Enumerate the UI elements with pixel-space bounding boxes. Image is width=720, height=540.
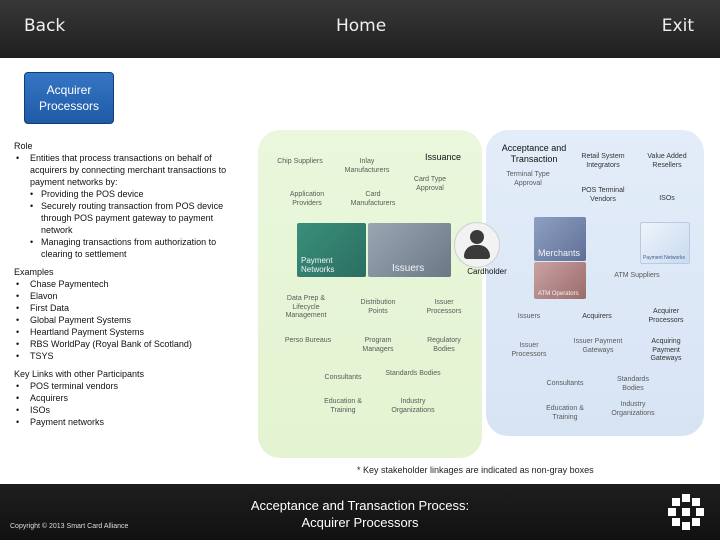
isos-node: ISOs xyxy=(659,195,675,202)
example-item: First Data xyxy=(14,302,246,314)
atm-operators-image-label: ATM Operators xyxy=(538,291,579,297)
card-manufacturers-node: Card Manufacturers xyxy=(350,191,396,207)
acquirers-node: Acquirers xyxy=(582,313,612,320)
acceptance-standards-bodies-node: Standards Bodies xyxy=(617,376,649,392)
issuance-region xyxy=(258,130,482,458)
issuance-industry-orgs-node: Industry Organizations xyxy=(391,398,435,414)
key-link-item: Acquirers xyxy=(14,392,246,404)
perso-bureaus-node: Perso Bureaus xyxy=(284,337,332,344)
role-subitem: Providing the POS device xyxy=(14,188,246,200)
exit-button[interactable]: Exit xyxy=(661,16,694,36)
example-item: TSYS xyxy=(14,350,246,362)
atm-operators-image: ATM Operators xyxy=(534,262,586,299)
examples-heading: Examples xyxy=(14,267,54,277)
role-subitem: Securely routing transaction from POS de… xyxy=(14,200,246,236)
example-item: RBS WorldPay (Royal Bank of Scotland) xyxy=(14,338,246,350)
key-links-list: POS terminal vendors Acquirers ISOs Paym… xyxy=(14,380,246,428)
example-item: Heartland Payment Systems xyxy=(14,326,246,338)
issuers-image: Issuers xyxy=(368,223,451,277)
title-line-2: Processors xyxy=(38,99,100,113)
key-links-heading: Key Links with other Participants xyxy=(14,369,145,379)
data-prep-node: Data Prep & Lifecycle Management xyxy=(285,295,327,319)
key-link-item: POS terminal vendors xyxy=(14,380,246,392)
issuers-image-label: Issuers xyxy=(392,263,425,274)
key-link-item: Payment networks xyxy=(14,416,246,428)
top-nav-bar xyxy=(0,0,720,58)
acquirer-processors-node: Acquirer Processors xyxy=(648,308,684,324)
retail-system-integrators-node: Retail System Integrators xyxy=(581,153,625,169)
value-added-resellers-node: Value Added Resellers xyxy=(647,153,687,169)
acceptance-education-node: Education & Training xyxy=(546,405,584,421)
merchants-image-label: Merchants xyxy=(538,248,581,258)
inlay-manufacturers-node: Inlay Manufacturers xyxy=(344,158,390,174)
issuer-payment-gateways-node: Issuer Payment Gateways xyxy=(573,338,623,354)
acceptance-industry-orgs-node: Industry Organizations xyxy=(611,401,655,417)
issuer-processors-node: Issuer Processors xyxy=(426,299,462,315)
regulatory-bodies-node: Regulatory Bodies xyxy=(427,337,461,353)
chip-suppliers-node: Chip Suppliers xyxy=(277,158,323,165)
role-heading: Role xyxy=(14,141,33,151)
footer-bar xyxy=(0,484,720,540)
pos-terminal-vendors-node: POS Terminal Vendors xyxy=(581,187,625,203)
role-description: Role Entities that process transactions … xyxy=(14,140,246,428)
terminal-type-approval-node: Terminal Type Approval xyxy=(506,171,550,187)
title-line-1: Acquirer xyxy=(46,83,92,97)
application-providers-node: Application Providers xyxy=(289,191,325,207)
merchants-image: Merchants xyxy=(534,217,586,261)
issuance-title: Issuance xyxy=(424,152,462,162)
smart-card-alliance-logo-icon xyxy=(668,494,704,530)
home-button[interactable]: Home xyxy=(336,16,387,36)
acceptance-issuer-processors-node: Issuer Processors xyxy=(511,342,547,358)
example-item: Global Payment Systems xyxy=(14,314,246,326)
distribution-points-node: Distribution Points xyxy=(360,299,396,315)
acceptance-consultants-node: Consultants xyxy=(546,380,584,387)
payment-networks-image: Payment Networks xyxy=(297,223,366,277)
issuance-consultants-node: Consultants xyxy=(324,374,362,381)
copyright-text: Copyright © 2013 Smart Card Alliance xyxy=(10,523,129,530)
role-list: Entities that process transactions on be… xyxy=(14,152,246,260)
payment-networks-small-label: Payment Networks xyxy=(643,255,685,261)
footnote: * Key stakeholder linkages are indicated… xyxy=(357,465,594,475)
back-button[interactable]: Back xyxy=(24,16,66,36)
cardholder-icon xyxy=(454,222,500,268)
role-subitem: Managing transactions from authorization… xyxy=(14,236,246,260)
cardholder-label: Cardholder xyxy=(467,267,507,276)
role-item: Entities that process transactions on be… xyxy=(14,152,246,188)
examples-list: Chase Paymentech Elavon First Data Globa… xyxy=(14,278,246,362)
key-link-item: ISOs xyxy=(14,404,246,416)
program-managers-node: Program Managers xyxy=(362,337,394,353)
payment-networks-small-image: Payment Networks xyxy=(640,222,690,264)
payment-networks-image-label: Payment Networks xyxy=(301,256,335,274)
example-item: Chase Paymentech xyxy=(14,278,246,290)
issuance-education-node: Education & Training xyxy=(324,398,362,414)
acquiring-payment-gateways-node: Acquiring Payment Gateways xyxy=(650,338,682,362)
footer-title: Acceptance and Transaction Process: Acqu… xyxy=(222,497,498,531)
footer-title-line-2: Acquirer Processors xyxy=(301,515,419,530)
acceptance-title: Acceptance and Transaction xyxy=(501,143,567,164)
example-item: Elavon xyxy=(14,290,246,302)
footer-title-line-1: Acceptance and Transaction Process: xyxy=(250,498,470,513)
card-type-approval-node: Card Type Approval xyxy=(413,176,447,192)
acceptance-region xyxy=(486,130,704,436)
acceptance-issuers-node: Issuers xyxy=(517,313,541,320)
issuance-standards-bodies-node: Standards Bodies xyxy=(385,370,441,377)
atm-suppliers-node: ATM Suppliers xyxy=(614,272,660,279)
acquirer-processors-button[interactable]: Acquirer Processors xyxy=(24,72,114,124)
